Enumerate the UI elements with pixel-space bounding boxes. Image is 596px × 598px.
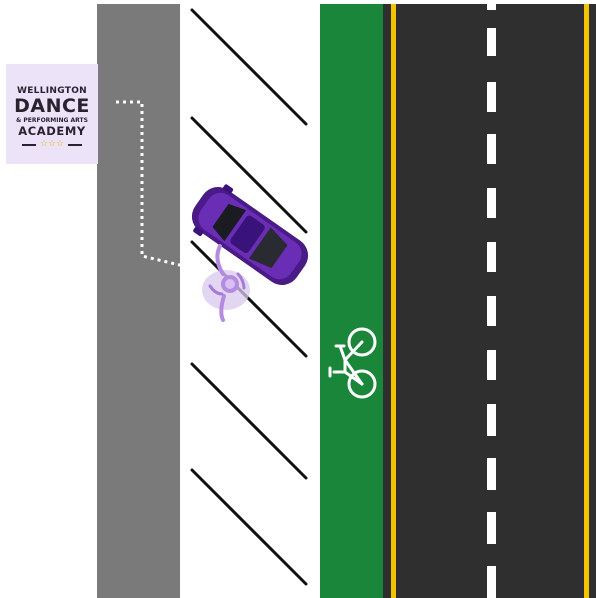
center-dash: [487, 350, 496, 380]
center-dash: [487, 188, 496, 218]
center-dash: [487, 404, 496, 436]
logo-line-dance: DANCE: [6, 96, 98, 116]
road-edge-line-left: [391, 4, 396, 598]
center-dash: [487, 512, 496, 544]
sidewalk: [97, 4, 180, 598]
center-dash: [487, 82, 496, 112]
parking-stripe: [192, 10, 306, 124]
center-dash: [487, 4, 496, 10]
academy-logo: WELLINGTON DANCE & PERFORMING ARTS ACADE…: [6, 64, 98, 164]
center-dash: [487, 242, 496, 272]
center-dash: [487, 458, 496, 490]
road-edge-line-right: [584, 4, 589, 598]
center-dash: [487, 566, 496, 598]
center-dash: [487, 28, 496, 56]
parking-stripe: [192, 364, 306, 478]
logo-rule-right: [68, 144, 82, 146]
logo-line-performing-arts: & PERFORMING ARTS: [6, 117, 98, 124]
bike-lane: [320, 4, 383, 598]
center-dash: [487, 296, 496, 326]
car-icon: [183, 177, 318, 296]
parking-stripe: [192, 470, 306, 584]
logo-line-academy: ACADEMY: [6, 125, 98, 138]
logo-stars: ☆☆☆: [6, 139, 98, 149]
center-dash: [487, 134, 496, 164]
